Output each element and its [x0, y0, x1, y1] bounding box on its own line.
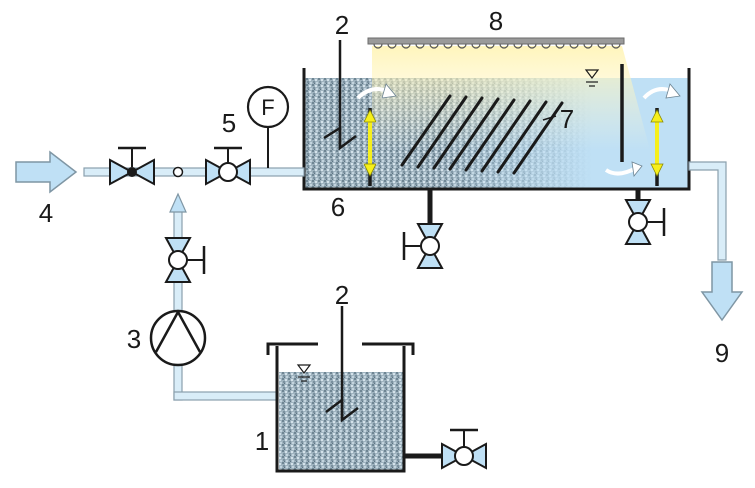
label-2-basin: 2 — [335, 10, 349, 40]
main-basin — [302, 46, 691, 191]
valve-icon — [205, 146, 251, 186]
tank-lid-left — [266, 342, 318, 355]
label-9: 9 — [715, 338, 729, 368]
label-2-tank: 2 — [335, 280, 349, 310]
label-3: 3 — [127, 324, 141, 354]
centrifugal-pump-icon — [149, 309, 207, 367]
flow-meter-icon — [246, 85, 290, 129]
leader-7 — [542, 115, 557, 121]
uv-lamp-array — [367, 37, 625, 49]
flow-meter-label: F — [261, 95, 274, 120]
inflow-arrow-icon — [15, 150, 78, 194]
tank-lid-right — [362, 342, 415, 355]
stirrer-icon — [325, 306, 359, 423]
yellow-arrow-left — [363, 109, 377, 177]
valve-icon — [109, 146, 155, 186]
label-6: 6 — [331, 192, 345, 222]
label-4: 4 — [39, 198, 53, 228]
inclined-plates — [400, 94, 564, 175]
stirrer-icon — [323, 40, 357, 151]
valve-icon — [441, 428, 487, 470]
basin-walls — [302, 68, 691, 191]
outflow-arrow-icon — [700, 261, 744, 322]
lamp-bar — [367, 37, 625, 45]
water-level-triangle-icon — [296, 364, 312, 382]
valve-icon — [624, 199, 666, 245]
dosing-pipe — [173, 207, 279, 401]
label-7: 7 — [560, 104, 574, 134]
valve-icon — [164, 237, 206, 283]
water-level-triangle-icon — [584, 69, 600, 87]
outlet-pipe — [688, 161, 727, 261]
flow-arrow-top-right-head — [665, 83, 681, 99]
lamp-glow — [372, 46, 650, 150]
flow-arrow-top-left-head — [381, 83, 397, 99]
flow-arrow-bottom-head — [631, 161, 643, 177]
lamp-bulbs — [373, 43, 621, 49]
dosing-tank — [266, 342, 415, 473]
label-1: 1 — [255, 426, 269, 456]
label-8: 8 — [489, 6, 503, 36]
pipe-junction — [172, 166, 184, 178]
yellow-arrow-right — [650, 109, 664, 177]
tank-walls — [275, 346, 406, 473]
upflow-arrow-icon — [169, 192, 187, 213]
label-5: 5 — [222, 108, 236, 138]
inlet-pipe — [83, 167, 305, 177]
valve-icon — [402, 223, 444, 269]
